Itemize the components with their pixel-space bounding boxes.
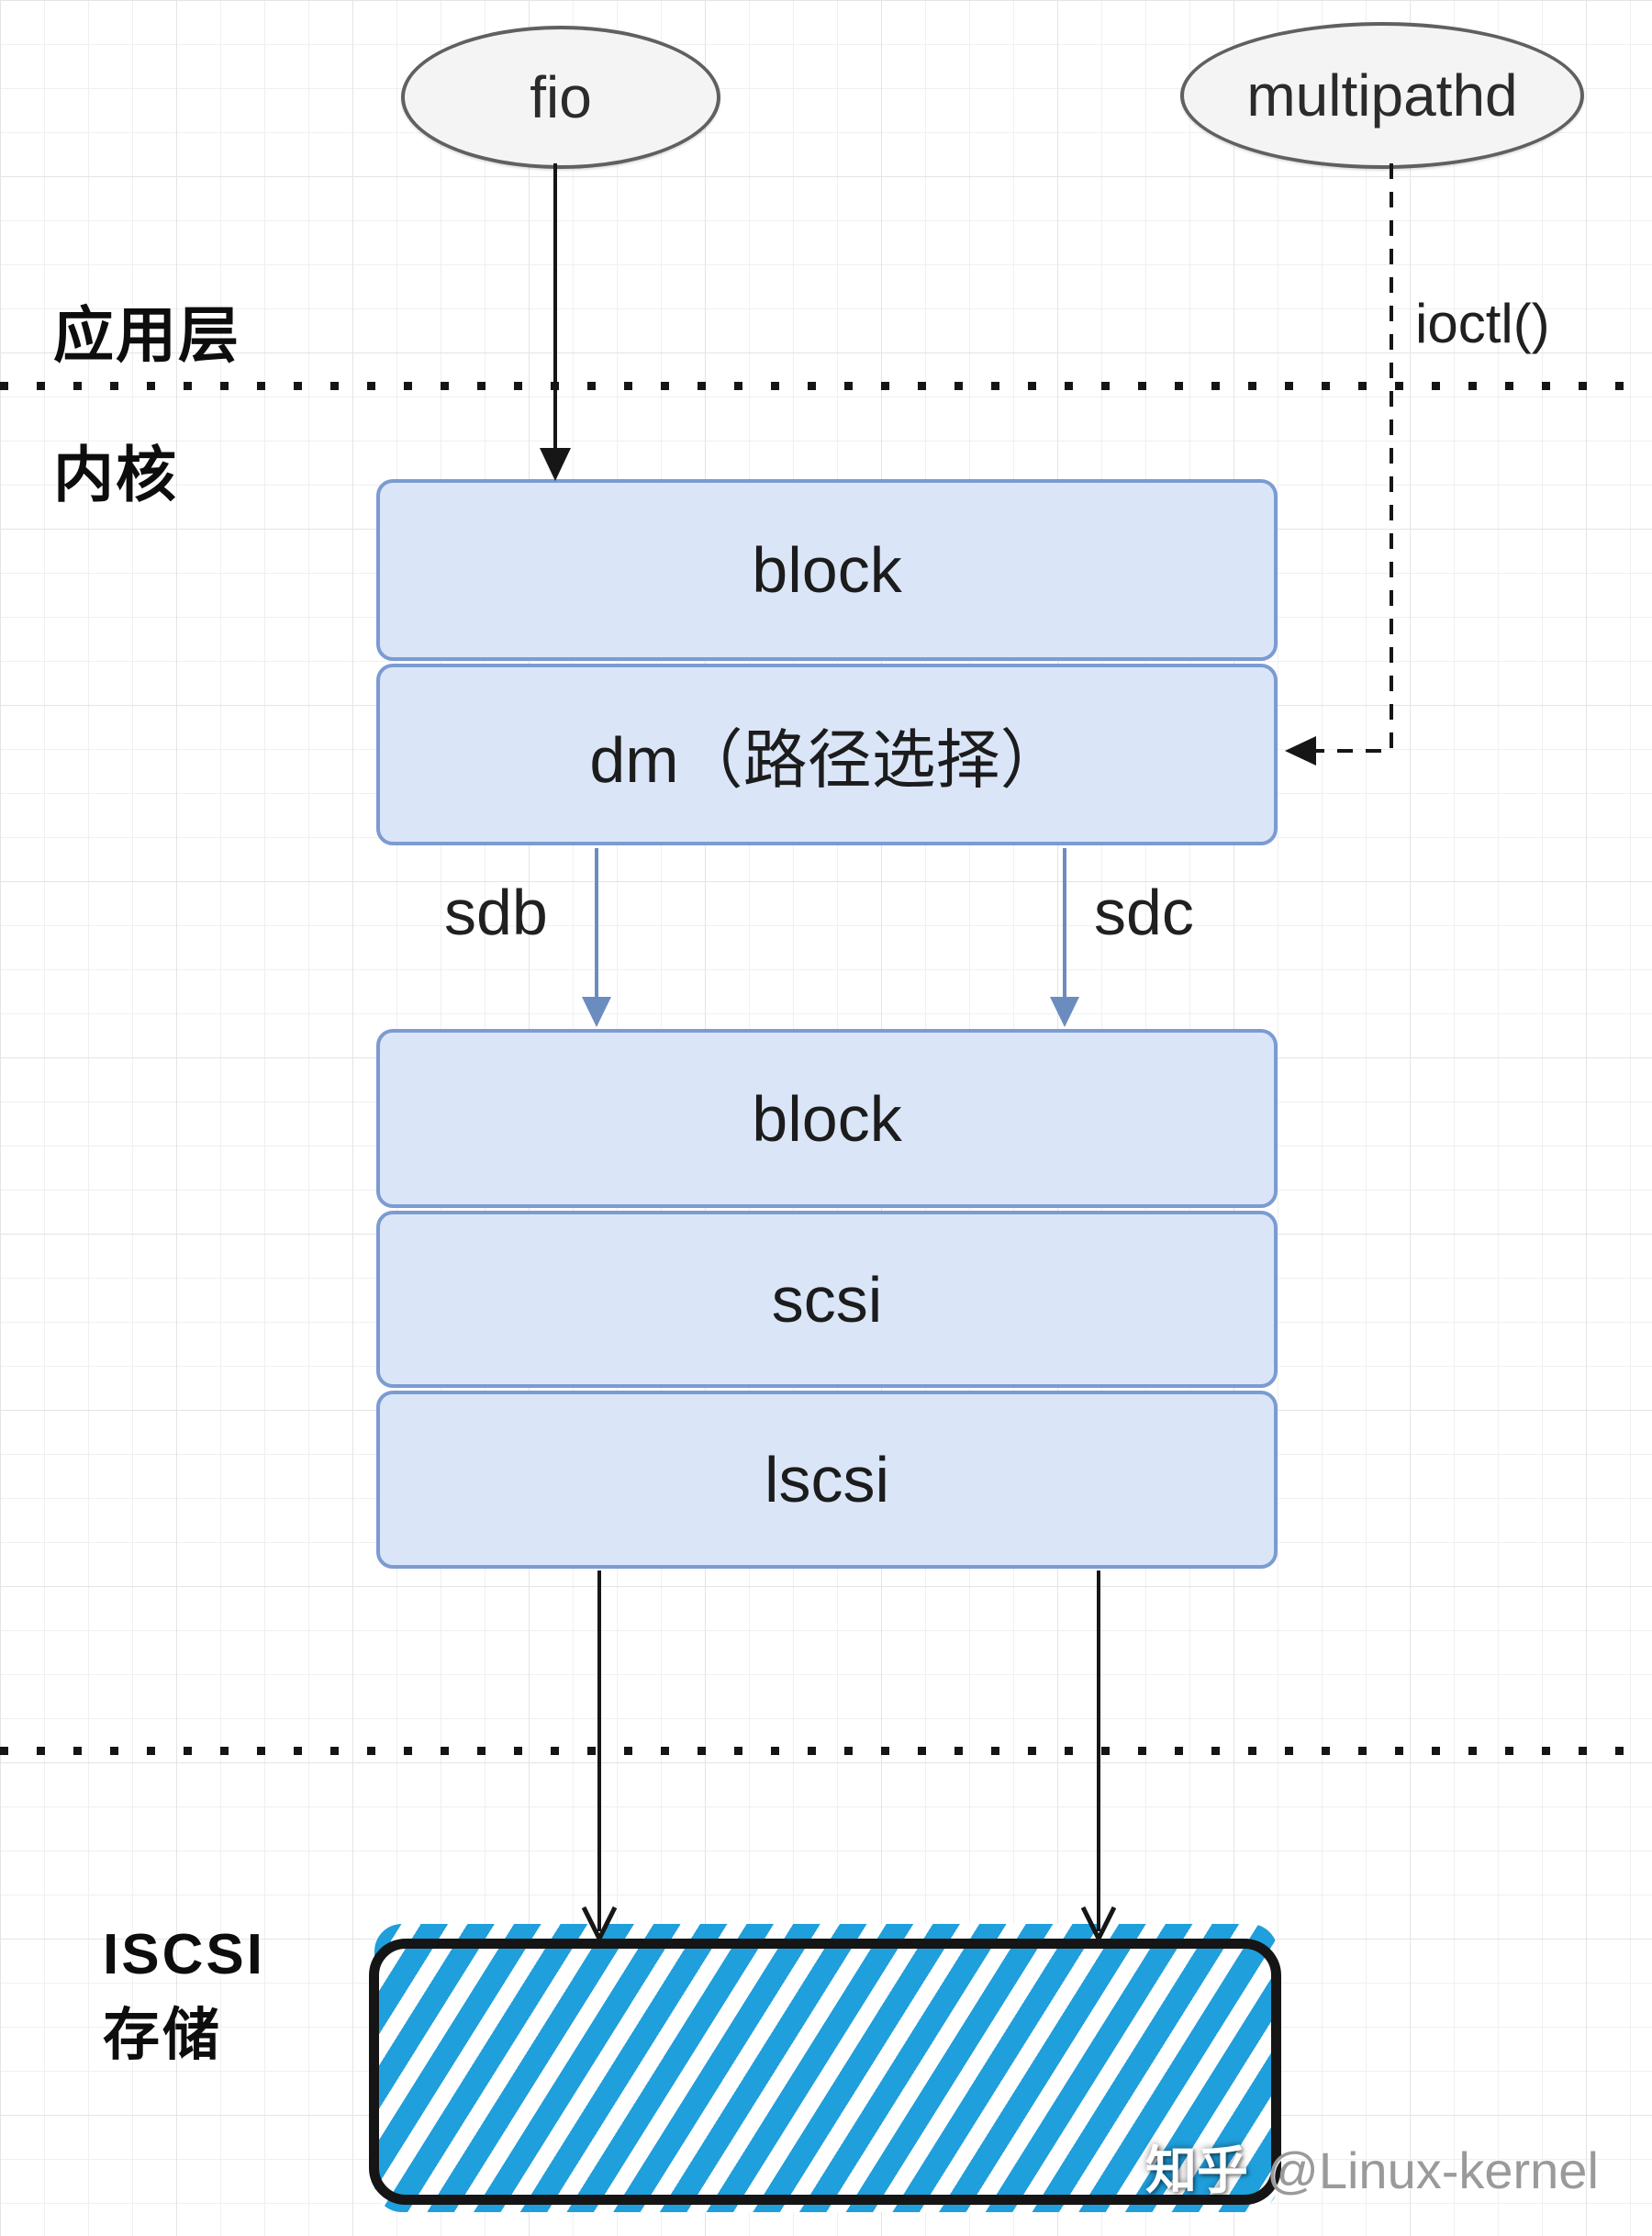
iscsi-storage-label-line2: 存储	[103, 2004, 223, 2068]
watermark-brand: 知乎	[1145, 2141, 1248, 2199]
node-scsi-label: scsi	[771, 1263, 883, 1336]
node-dm: dm（路径选择）	[376, 664, 1278, 845]
divider-app-kernel	[0, 382, 1652, 390]
ioctl-edge-label: ioctl()	[1415, 293, 1550, 354]
node-multipathd: multipathd	[1180, 22, 1584, 169]
node-lscsi-label: lscsi	[764, 1444, 890, 1515]
multipathd-to-dm-arrowhead	[1285, 736, 1316, 766]
sdc-edge-label: sdc	[1094, 877, 1194, 948]
dm-to-block-sdc-arrowhead	[1050, 997, 1079, 1027]
fio-to-block-arrowhead	[540, 448, 571, 481]
node-scsi: scsi	[376, 1211, 1278, 1388]
watermark-handle: @Linux-kernel	[1267, 2141, 1599, 2199]
node-block-upper-label: block	[752, 534, 902, 606]
iscsi-storage-label-line1: ISCSI	[103, 1923, 265, 1986]
node-block-lower: block	[376, 1029, 1278, 1208]
node-multipathd-label: multipathd	[1246, 62, 1518, 129]
dm-to-block-sdb-arrowhead	[582, 997, 611, 1027]
node-lscsi: lscsi	[376, 1391, 1278, 1569]
kernel-layer-label: 内核	[53, 441, 178, 509]
app-layer-label: 应用层	[53, 301, 240, 369]
divider-kernel-storage	[0, 1747, 1652, 1755]
node-fio: fio	[401, 26, 720, 169]
multipathd-to-dm-dashed-line	[1307, 163, 1393, 753]
sdb-edge-label: sdb	[444, 877, 548, 948]
node-dm-label: dm（路径选择）	[589, 723, 1065, 796]
node-block-lower-label: block	[752, 1082, 902, 1155]
iscsi-storage-label: ISCSI 存储	[103, 1915, 265, 2076]
node-fio-label: fio	[530, 64, 592, 130]
node-block-upper: block	[376, 479, 1278, 661]
iscsi-storage-hatch	[374, 1924, 1278, 2212]
watermark: 知乎 @Linux-kernel	[1145, 2130, 1599, 2204]
iscsi-storage-box	[369, 1939, 1281, 2205]
